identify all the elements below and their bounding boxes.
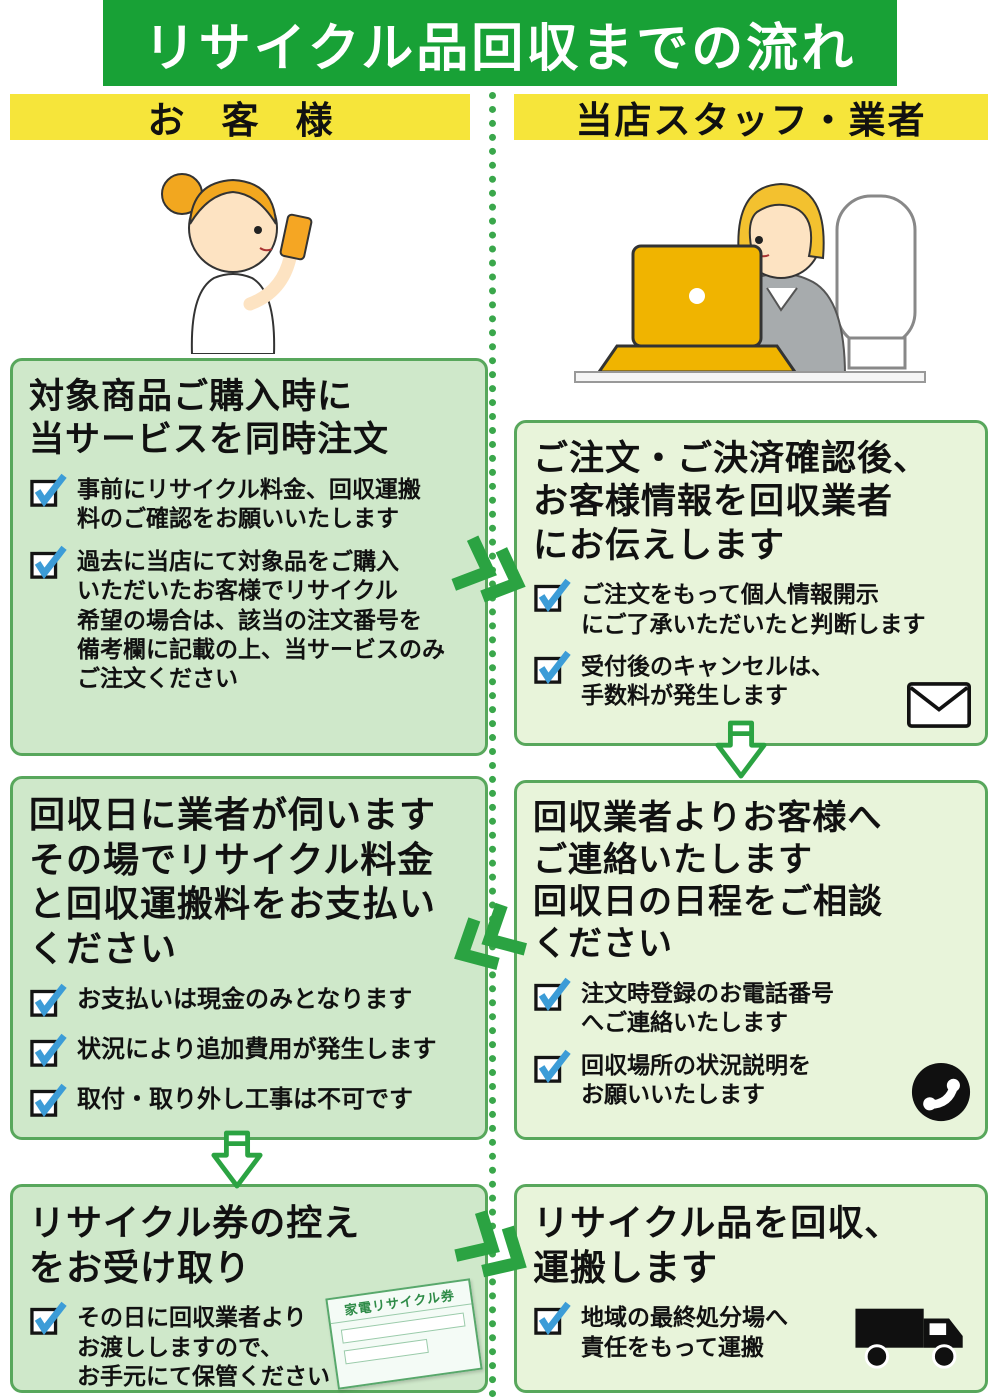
ticket-field: [343, 1338, 430, 1365]
checklist-item: 地域の最終処分場へ 責任をもって運搬: [533, 1301, 863, 1362]
checklist-text: 回収場所の状況説明を お願いいたします: [581, 1051, 811, 1107]
checklist-item: その日に回収業者より お渡ししますので、 お手元にて保管ください: [29, 1301, 349, 1391]
checklist-item: 過去に当店にて対象品をご購入 いただいたお客様でリサイクル 希望の場合は、該当の…: [29, 545, 469, 694]
checklist-text: 取付・取り外し工事は不可です: [77, 1085, 413, 1113]
step-title: リサイクル品を回収、 運搬します: [533, 1202, 902, 1288]
step-box-collect-transport: リサイクル品を回収、 運搬します 地域の最終処分場へ 責任をもって運搬: [514, 1184, 988, 1393]
customer-with-phone-illustration: [130, 142, 340, 359]
checklist-text: ご注文をもって個人情報開示 にご了承いただいたと判断します: [581, 581, 926, 637]
truck-icon: [853, 1297, 971, 1380]
arrow-down-customer-icon: [210, 1130, 264, 1195]
step-title: 対象商品ご購入時に 当サービスを同時注文: [29, 377, 390, 460]
checkbox-icon: [29, 983, 67, 1022]
step-box-receive-ticket: リサイクル券の控え をお受け取り その日に回収業者より お渡ししますので、 お手…: [10, 1184, 488, 1393]
checklist-item: 状況により追加費用が発生します: [29, 1033, 469, 1072]
checkbox-icon: [29, 1301, 67, 1340]
checklist-item: 取付・取り外し工事は不可です: [29, 1083, 469, 1122]
checklist-item: 受付後のキャンセルは、 手数料が発生します: [533, 650, 969, 711]
step-box-payment-on-pickup: 回収日に業者が伺います その場でリサイクル料金 と回収運搬料をお支払い ください…: [10, 776, 488, 1140]
checklist-text: 地域の最終処分場へ 責任をもって運搬: [581, 1304, 788, 1360]
recycle-ticket-image: 家電リサイクル券: [325, 1278, 483, 1390]
page-title: リサイクル品回収までの流れ: [103, 0, 897, 86]
checklist-text: 過去に当店にて対象品をご購入 いただいたお客様でリサイクル 希望の場合は、該当の…: [77, 547, 445, 692]
checkbox-icon: [29, 1083, 67, 1122]
step-title: リサイクル券の控え をお受け取り: [29, 1202, 361, 1288]
checklist-text: 状況により追加費用が発生します: [77, 1035, 437, 1063]
checkbox-icon: [29, 1033, 67, 1072]
checkbox-icon: [533, 977, 571, 1016]
checklist-item: お支払いは現金のみとなります: [29, 983, 469, 1022]
column-header-staff: 当店スタッフ・業者: [514, 94, 988, 141]
step-box-contact-customer: 回収業者よりお客様へ ご連絡いたします 回収日の日程をご相談 ください 注文時登…: [514, 780, 988, 1140]
step-title: 回収日に業者が伺います その場でリサイクル料金 と回収運搬料をお支払い ください: [29, 794, 437, 969]
step-box-order-service: 対象商品ご購入時に 当サービスを同時注文 事前にリサイクル料金、回収運搬 料のご…: [10, 358, 488, 756]
checklist-text: 注文時登録のお電話番号 へご連絡いたします: [581, 979, 834, 1036]
checkbox-icon: [533, 1301, 571, 1340]
checklist-item: ご注文をもって個人情報開示 にご了承いただいたと判断します: [533, 578, 969, 639]
column-divider: [489, 92, 496, 1398]
checkbox-icon: [533, 578, 571, 617]
checkbox-icon: [533, 650, 571, 689]
checkbox-icon: [29, 473, 67, 512]
checkbox-icon: [29, 545, 67, 584]
phone-icon: [911, 1062, 971, 1127]
arrow-right-to-collection-icon: [443, 1203, 544, 1300]
arrow-right-to-staff-icon: [442, 530, 539, 621]
checklist-text: 受付後のキャンセルは、 手数料が発生します: [581, 653, 834, 709]
checklist-item: 回収場所の状況説明を お願いいたします: [533, 1049, 969, 1110]
arrow-left-to-customer-icon: [435, 892, 535, 988]
column-header-customer: お 客 様: [10, 94, 470, 141]
envelope-icon: [907, 682, 971, 733]
step-title: 回収業者よりお客様へ ご連絡いたします 回収日の日程をご相談 ください: [533, 799, 883, 964]
checklist-item: 注文時登録のお電話番号 へご連絡いたします: [533, 977, 969, 1038]
checkbox-icon: [533, 1049, 571, 1088]
checklist-item: 事前にリサイクル料金、回収運搬 料のご確認をお願いいたします: [29, 473, 469, 534]
step-title: ご注文・ご決済確認後、 お客様情報を回収業者 にお伝えします: [533, 439, 930, 565]
staff-at-laptop-illustration: [545, 138, 945, 421]
checklist-text: 事前にリサイクル料金、回収運搬 料のご確認をお願いいたします: [77, 475, 421, 532]
arrow-down-staff-icon: [714, 720, 768, 785]
step-box-confirm-order: ご注文・ご決済確認後、 お客様情報を回収業者 にお伝えします ご注文をもって個人…: [514, 420, 988, 746]
checklist-text: その日に回収業者より お渡ししますので、 お手元にて保管ください: [77, 1304, 330, 1390]
checklist-text: お支払いは現金のみとなります: [77, 985, 413, 1013]
